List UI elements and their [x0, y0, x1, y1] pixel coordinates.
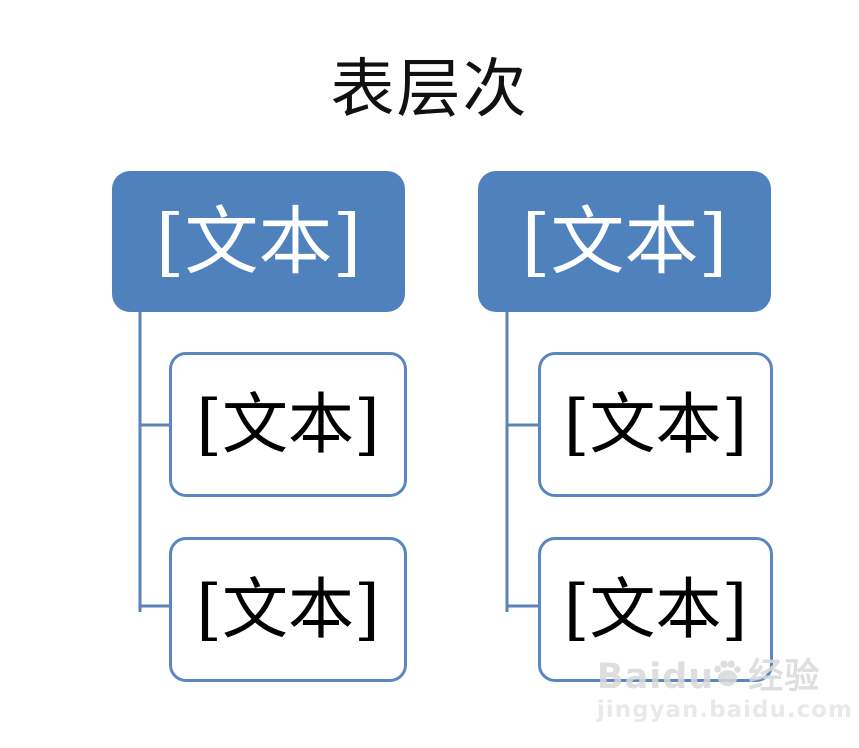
parent-box: [文本]	[478, 171, 771, 312]
child-box: [文本]	[538, 537, 773, 682]
diagram-title: 表层次	[330, 53, 529, 127]
child-box-label: [文本]	[196, 385, 380, 463]
parent-box: [文本]	[112, 171, 405, 312]
child-box: [文本]	[169, 537, 407, 682]
child-box-label: [文本]	[196, 570, 380, 648]
child-box-label: [文本]	[563, 570, 748, 648]
parent-box-label: [文本]	[155, 198, 362, 285]
child-box: [文本]	[169, 352, 407, 497]
child-box: [文本]	[538, 352, 773, 497]
parent-box-label: [文本]	[521, 198, 728, 285]
child-box-label: [文本]	[563, 385, 748, 463]
